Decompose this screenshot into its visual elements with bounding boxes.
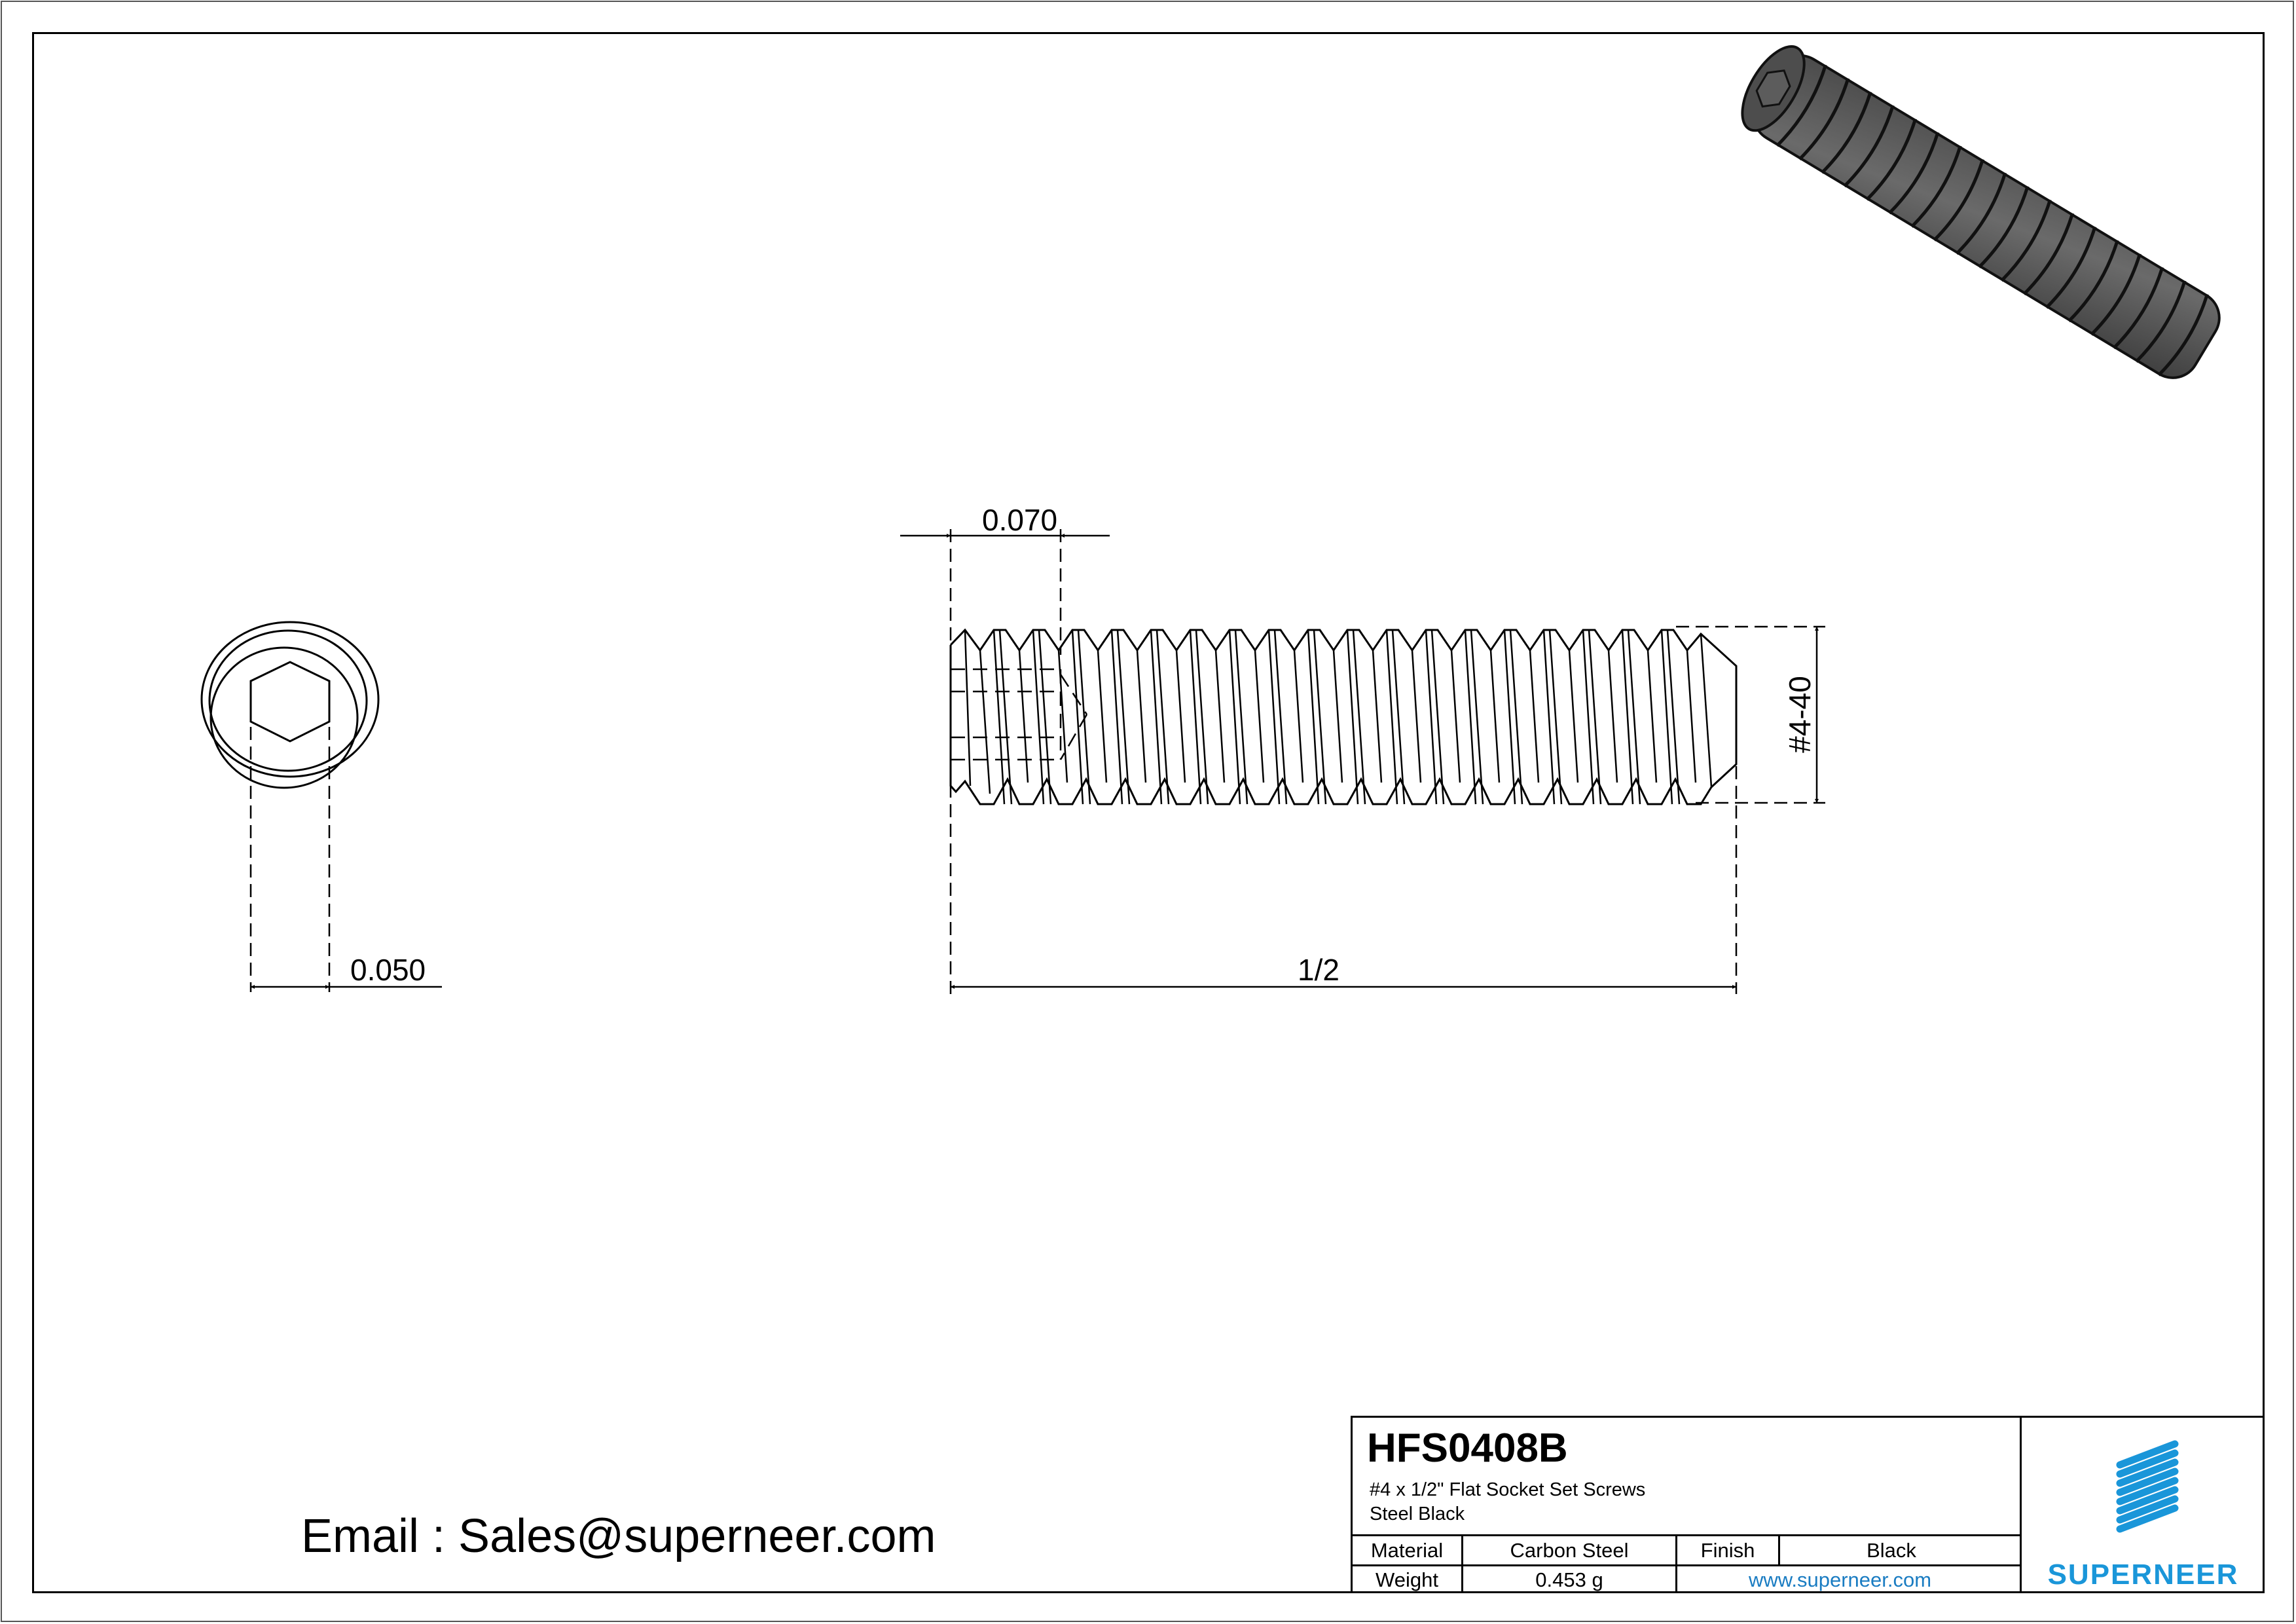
description-line-1: #4 x 1/2" Flat Socket Set Screws (1370, 1479, 1646, 1500)
weight-row: Weight 0.453 g www.superneer.com (1353, 1564, 2020, 1593)
weight-value: 0.453 g (1463, 1566, 1677, 1593)
finish-label: Finish (1677, 1536, 1780, 1564)
weight-label: Weight (1353, 1566, 1463, 1593)
end-view (200, 621, 442, 992)
title-block: HFS0408B #4 x 1/2" Flat Socket Set Screw… (1351, 1416, 2265, 1593)
brand-name: SUPERNEER (2047, 1559, 2239, 1591)
iso-view-screw (1741, 45, 2221, 379)
side-view (900, 529, 1825, 994)
hex-socket-dimension: 0.050 (350, 953, 426, 987)
thread-crest-lines (964, 629, 1713, 805)
finish-value: Black (1867, 1538, 1916, 1562)
contact-email: Email : Sales@superneer.com (301, 1510, 936, 1562)
website-link[interactable]: www.superneer.com (1748, 1568, 1932, 1591)
logo-stripes-icon (2116, 1440, 2179, 1533)
material-label: Material (1353, 1536, 1463, 1564)
brand-logo: SUPERNEER (2022, 1418, 2265, 1591)
part-description: #4 x 1/2" Flat Socket Set Screws Steel B… (1370, 1478, 1645, 1526)
material-row: Material Carbon Steel Finish Black (1353, 1534, 2020, 1564)
length-dimension: 1/2 (1298, 953, 1339, 987)
extension-lines (949, 529, 1825, 994)
drawing-frame (32, 32, 2265, 1593)
socket-depth-dimension: 0.070 (982, 503, 1058, 537)
socket-hidden-lines (951, 668, 1088, 761)
material-value: Carbon Steel (1463, 1536, 1677, 1564)
description-line-2: Steel Black (1370, 1504, 1465, 1524)
thread-size-dimension: #4-40 (1782, 676, 1817, 753)
title-block-main: HFS0408B #4 x 1/2" Flat Socket Set Screw… (1353, 1418, 2022, 1593)
part-number: HFS0408B (1367, 1426, 1568, 1471)
